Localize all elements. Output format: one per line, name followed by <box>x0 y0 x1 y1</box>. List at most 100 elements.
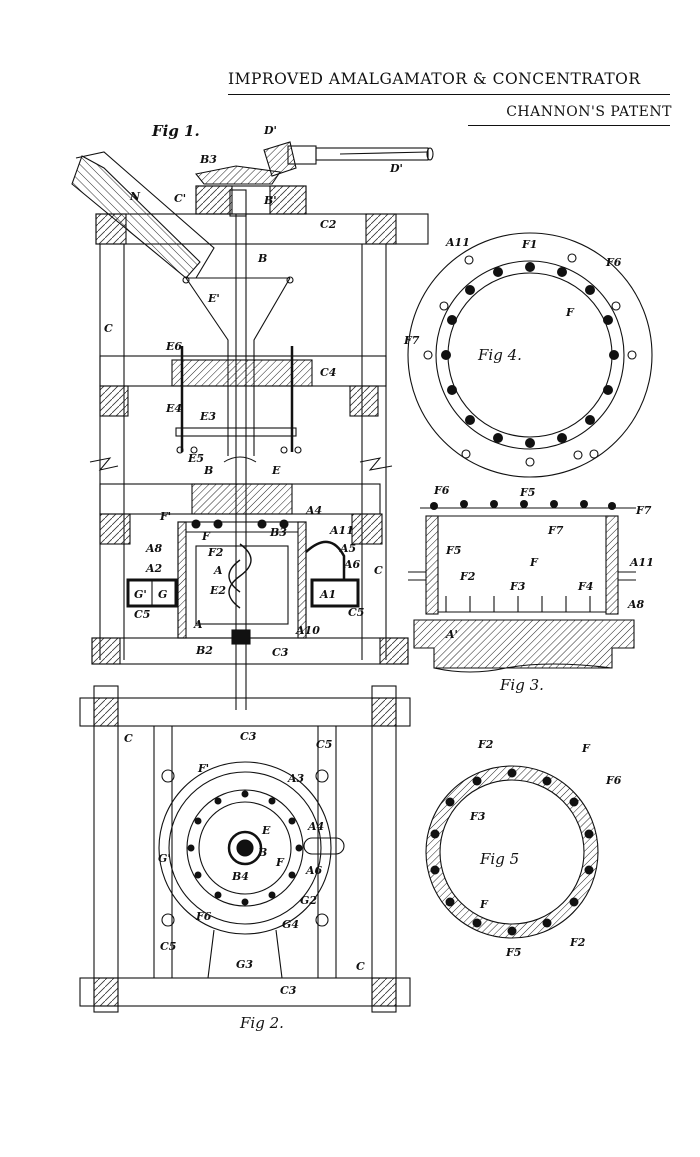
fig1-label-c4: C4 <box>320 366 336 379</box>
drawing-subtitle: CHANNON'S PATENT <box>506 104 672 120</box>
fig1-label-b-lower: B <box>203 464 213 477</box>
fig4-caption: Fig 4. <box>477 346 522 364</box>
fig1-label-a-upper: A <box>213 564 223 577</box>
figure-2-bolts <box>187 790 303 906</box>
fig3-label-f7-center: F7 <box>547 524 564 537</box>
fig2-label-f: F <box>275 856 285 869</box>
fig1-label-e: E <box>271 464 281 477</box>
fig4-label-a11: A11 <box>445 236 470 249</box>
fig2-label-e: E <box>261 824 271 837</box>
fig1-label-f: F <box>201 530 211 543</box>
fig3-label-f7-right: F7 <box>635 504 652 517</box>
fig4-label-f7: F7 <box>403 334 420 347</box>
fig2-label-c5-bottom: C5 <box>160 940 176 953</box>
fig2-label-c5-top: C5 <box>316 738 332 751</box>
figure-3-labels: F6 F5 F7 F7 F5 F A11 F2 F3 F4 A8 A' Fig … <box>433 484 654 694</box>
title-underline <box>228 94 670 95</box>
fig2-label-g-prime: G' <box>158 852 171 865</box>
fig3-label-f2: F2 <box>459 570 476 583</box>
fig2-caption: Fig 2. <box>239 1014 284 1032</box>
fig1-label-b-upper: B <box>257 252 267 265</box>
fig5-caption: Fig 5 <box>479 850 519 868</box>
fig1-label-c-left: C <box>104 322 113 335</box>
fig4-label-f6: F6 <box>605 256 622 269</box>
fig1-label-e4: E4 <box>165 402 182 415</box>
fig5-label-f3: F3 <box>469 810 486 823</box>
fig1-label-c-prime: C' <box>174 192 186 205</box>
fig3-label-a8: A8 <box>627 598 645 611</box>
figure-2 <box>79 685 411 1013</box>
figure-3 <box>408 507 636 673</box>
fig4-label-f: F <box>565 306 575 319</box>
fig1-label-n: N <box>129 190 141 203</box>
fig1-label-a1: A1 <box>319 588 336 601</box>
fig3-label-a11: A11 <box>629 556 654 569</box>
drawing-title: IMPROVED AMALGAMATOR & CONCENTRATOR <box>228 70 641 88</box>
fig2-label-c3-bottom: C3 <box>280 984 297 997</box>
figure-1-labels: N B3 D' D' C' B' C2 B E' C E6 C4 E4 E3 E… <box>104 122 403 659</box>
fig3-label-f5-top: F5 <box>519 486 535 499</box>
fig1-label-d-prime-b: D' <box>389 162 403 175</box>
fig2-label-g3: G3 <box>236 958 253 971</box>
fig1-label-a-lower: A <box>193 618 203 631</box>
fig4-label-f1: F1 <box>521 238 537 251</box>
fig5-label-f5: F5 <box>505 946 521 959</box>
fig3-label-f5-side: F5 <box>445 544 461 557</box>
fig1-label-e2: E2 <box>209 584 226 597</box>
fig1-label-b3: B3 <box>199 153 217 166</box>
fig1-label-a11: A11 <box>329 524 354 537</box>
fig1-label-c2: C2 <box>320 218 337 231</box>
fig1-label-e3: E3 <box>199 410 216 423</box>
fig3-label-f: F <box>529 556 539 569</box>
figure-4-bolts <box>441 262 619 448</box>
fig1-label-g: G <box>158 588 167 601</box>
fig1-label-g-prime: G' <box>134 588 147 601</box>
fig1-label-b2: B2 <box>195 644 213 657</box>
fig3-label-f3: F3 <box>509 580 526 593</box>
fig1-label-a10: A10 <box>295 624 320 637</box>
fig1-label-f2: F2 <box>207 546 224 559</box>
fig1-label-b3-lower: B3 <box>269 526 287 539</box>
fig1-label-a8: A8 <box>145 542 163 555</box>
fig2-label-b4: B4 <box>231 870 249 883</box>
fig3-caption: Fig 3. <box>499 676 544 694</box>
figure-4 <box>407 232 653 478</box>
fig2-label-f-prime: F' <box>197 762 209 775</box>
fig3-label-f4: F4 <box>577 580 593 593</box>
fig5-label-f-bottom: F <box>479 898 489 911</box>
fig1-label-d-prime-a: D' <box>263 124 277 137</box>
fig3-label-a-prime: A' <box>445 628 458 641</box>
fig2-label-c3-top: C3 <box>240 730 257 743</box>
fig2-label-c-top: C <box>124 732 133 745</box>
figure-2-labels: C C3 C5 F' A3 E A4 B G' F A6 B4 G2 F6 G4… <box>124 730 365 1032</box>
fig2-label-a3: A3 <box>287 772 305 785</box>
fig1-label-a5: A5 <box>339 542 356 555</box>
fig1-label-e5: E5 <box>187 452 204 465</box>
fig1-label-a4: A4 <box>305 504 322 517</box>
fig5-label-f2-bottom: F2 <box>569 936 586 949</box>
subtitle-underline <box>468 125 670 126</box>
figure-5-rods <box>430 768 594 936</box>
figure-5 <box>425 765 599 939</box>
fig1-label-c3: C3 <box>272 646 289 659</box>
fig2-label-f6: F6 <box>195 910 212 923</box>
fig3-label-f6: F6 <box>433 484 450 497</box>
fig2-label-a6: A6 <box>305 864 323 877</box>
fig1-label-a6: A6 <box>343 558 361 571</box>
fig5-label-f2-top: F2 <box>477 738 494 751</box>
fig1-label-a2: A2 <box>145 562 163 575</box>
fig2-label-g2: G2 <box>300 894 317 907</box>
fig2-label-c-bottom: C <box>356 960 365 973</box>
fig5-label-f-top: F <box>581 742 591 755</box>
fig1-label-e-prime: E' <box>207 292 220 305</box>
figure-3-bolts <box>430 500 616 510</box>
fig1-label-b-prime: B' <box>263 194 277 207</box>
fig1-label-c5-left: C5 <box>134 608 150 621</box>
fig1-caption: Fig 1. <box>151 122 200 140</box>
fig5-label-f6: F6 <box>605 774 622 787</box>
fig1-label-e6: E6 <box>165 340 182 353</box>
figure-5-labels: F2 F F6 F3 F F5 F2 Fig 5 <box>469 738 622 959</box>
fig1-label-c-right: C <box>374 564 383 577</box>
